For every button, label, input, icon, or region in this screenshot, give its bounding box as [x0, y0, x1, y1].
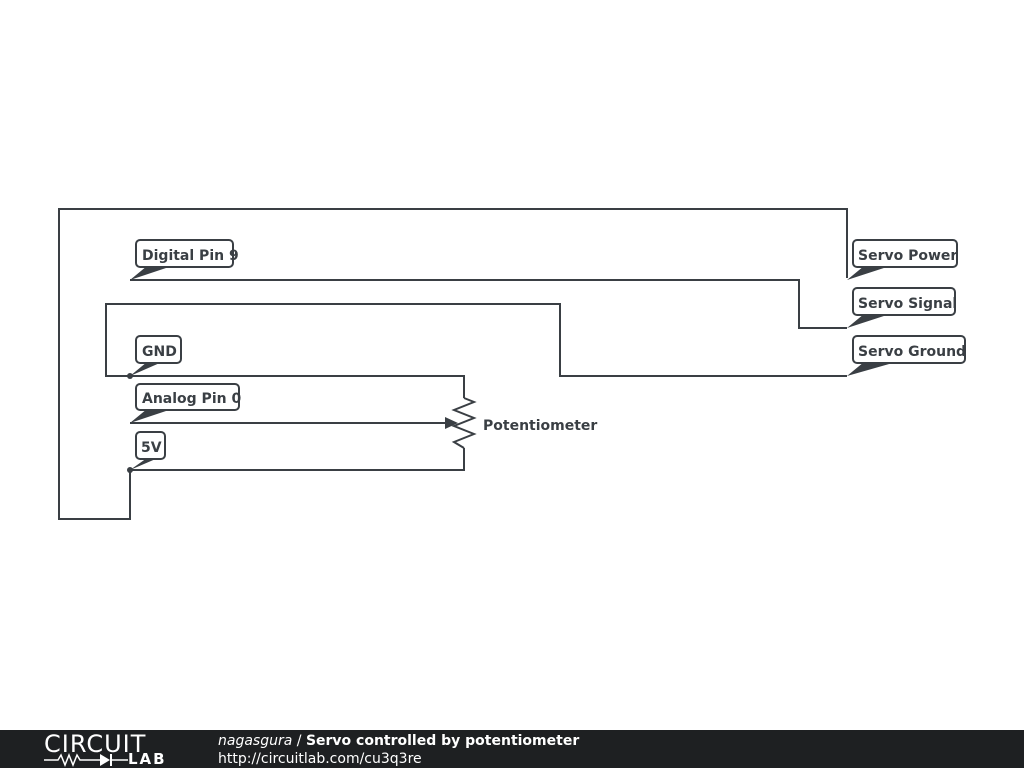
flag-analog-pin-0[interactable]: Analog Pin 0 [130, 383, 241, 423]
flag-5v[interactable]: 5V [130, 431, 166, 470]
author-name[interactable]: nagasgura [218, 733, 293, 749]
flag-servo-signal[interactable]: Servo Signal [847, 287, 957, 328]
circuit-url[interactable]: http://circuitlab.com/cu3q3re [218, 751, 422, 767]
flag-servo-power[interactable]: Servo Power [847, 239, 958, 280]
wire-pin9-to-servo-signal [130, 279, 847, 329]
wire-gnd-to-pot-top [130, 375, 465, 398]
potentiometer-symbol [451, 397, 477, 449]
wiper-arrow [445, 417, 458, 429]
footer-title-line: nagasgura / Servo controlled by potentio… [218, 732, 579, 750]
flag-servo-ground[interactable]: Servo Ground [847, 335, 966, 376]
title-separator: / [292, 733, 306, 749]
svg-text:Servo Ground: Servo Ground [858, 344, 966, 360]
svg-text:Servo Signal: Servo Signal [858, 296, 957, 312]
footer-bar: CIRCUIT LAB nagasgura / Servo controlled… [0, 730, 1024, 768]
circuit-title: Servo controlled by potentiometer [305, 733, 580, 749]
circuitlab-logo[interactable]: CIRCUIT LAB [44, 730, 176, 768]
schematic-diagram: Potentiometer Digital Pin 9 GND Analog P… [58, 208, 966, 520]
wire-5v-to-servo-power [58, 208, 848, 520]
svg-text:Digital Pin 9: Digital Pin 9 [142, 248, 239, 264]
wire-gnd-to-servo-ground [105, 303, 847, 377]
logo-text-bottom: LAB [128, 750, 167, 768]
svg-text:Analog Pin 0: Analog Pin 0 [142, 391, 241, 407]
svg-text:5V: 5V [141, 440, 162, 456]
schematic-canvas: Potentiometer Digital Pin 9 GND Analog P… [58, 208, 966, 520]
svg-text:GND: GND [142, 344, 177, 360]
resistor-diode-icon [44, 753, 128, 767]
wire-5v-to-pot-bottom [130, 448, 465, 471]
svg-text:Servo Power: Servo Power [858, 248, 957, 264]
footer-info: nagasgura / Servo controlled by potentio… [218, 732, 579, 768]
potentiometer-label: Potentiometer [483, 418, 597, 434]
wires [58, 208, 848, 520]
flag-digital-pin-9[interactable]: Digital Pin 9 [130, 239, 239, 280]
flag-gnd[interactable]: GND [130, 335, 182, 376]
logo-text-top: CIRCUIT [44, 730, 147, 758]
